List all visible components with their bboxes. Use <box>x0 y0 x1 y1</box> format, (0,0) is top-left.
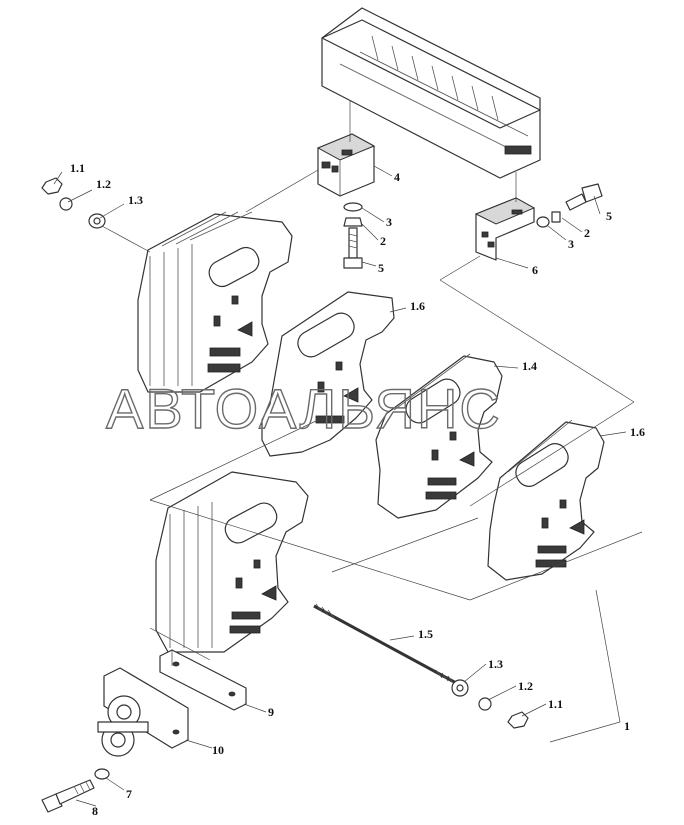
nut <box>41 177 63 195</box>
bolt <box>343 227 363 269</box>
callout-leaders <box>53 165 627 807</box>
weight-plate-double <box>375 353 503 519</box>
tow-hitch <box>97 667 189 757</box>
callout-9: 9 <box>268 705 274 719</box>
washer <box>536 216 550 228</box>
callout-4: 4 <box>394 170 400 184</box>
weight-stack-lower <box>155 471 309 653</box>
callout-2-right: 2 <box>584 226 590 240</box>
callout-1-5: 1.5 <box>418 627 433 641</box>
watermark: АВТОАЛЬЯНС <box>106 377 502 440</box>
washer <box>94 768 110 780</box>
spacer-plate <box>159 649 247 711</box>
callout-labels: 1.1 1.2 1.3 4 3 2 5 3 2 5 6 1.6 1.4 1.6 … <box>70 161 645 818</box>
callout-1: 1 <box>624 719 630 733</box>
callout-2-left: 2 <box>380 234 386 248</box>
bolt <box>565 183 603 211</box>
callout-1-6-right: 1.6 <box>630 425 645 439</box>
nut <box>343 217 363 227</box>
spring-washer <box>478 697 492 711</box>
callout-1-4: 1.4 <box>522 359 537 373</box>
weight-plate <box>261 291 395 457</box>
frame-rail <box>321 7 541 179</box>
washer <box>343 202 363 212</box>
callout-8: 8 <box>92 804 98 818</box>
assembly-lines <box>101 100 643 661</box>
mounting-block <box>316 133 376 197</box>
tie-rod <box>313 603 459 686</box>
callout-1-1-top: 1.1 <box>70 161 85 175</box>
callout-1-3-bottom: 1.3 <box>488 657 503 671</box>
callout-10: 10 <box>212 743 224 757</box>
callout-1-2-top: 1.2 <box>96 177 111 191</box>
callout-5-left: 5 <box>378 261 384 275</box>
nut <box>507 711 529 729</box>
callout-6: 6 <box>532 263 538 277</box>
weight-plate <box>487 419 605 581</box>
callout-7: 7 <box>126 787 132 801</box>
callout-1-6-upper: 1.6 <box>410 299 425 313</box>
callout-1-2-bottom: 1.2 <box>518 679 533 693</box>
callout-3-right: 3 <box>568 237 574 251</box>
spring-washer <box>551 211 561 223</box>
callout-3-left: 3 <box>386 215 392 229</box>
side-bracket <box>474 197 536 261</box>
callout-1-3-top: 1.3 <box>128 193 143 207</box>
bolt <box>41 779 95 813</box>
callout-5-right: 5 <box>606 209 612 223</box>
callout-1-1-bottom: 1.1 <box>548 697 563 711</box>
spring-washer <box>59 197 73 211</box>
weight-stack-upper <box>137 211 293 393</box>
